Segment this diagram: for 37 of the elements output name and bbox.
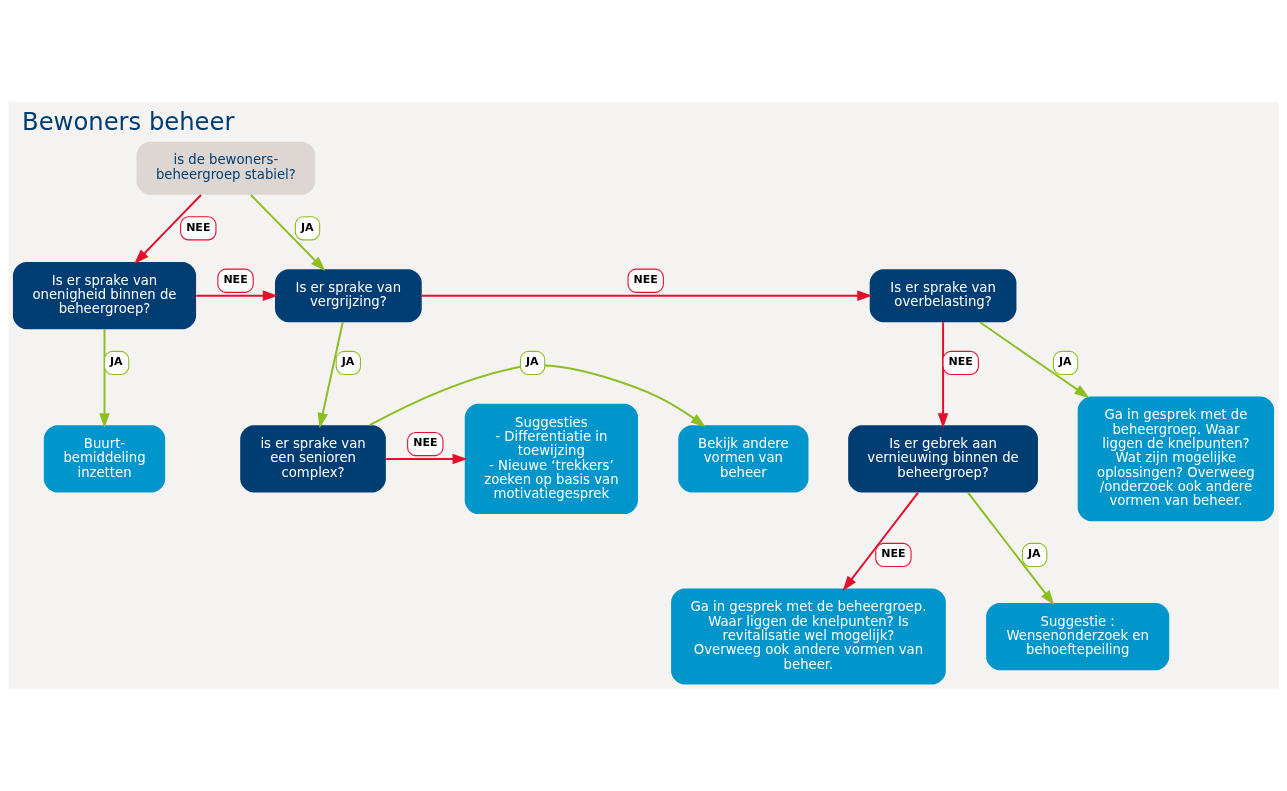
edge-label: NEE [948, 355, 973, 369]
edge-label: JA [300, 220, 314, 234]
node-box: Suggestie : Wensenonderzoek en behoeftepeiling [986, 602, 1170, 671]
arrow [249, 193, 326, 272]
node-box: Suggesties - Differentiatie in toewijzing - Nieuwe ‘trekkers’ zoeken op basis van motivatiegesprek [464, 403, 638, 515]
arrow [317, 321, 344, 429]
arrow [420, 290, 873, 301]
node-box: is er sprake van een senioren complex? [240, 425, 386, 493]
edge-label: JA [341, 355, 355, 369]
edge-label: NEE [881, 547, 906, 561]
node-box: Is er sprake van vergrijzing? [274, 269, 422, 323]
diagram-title: Bewoners beheer [21, 107, 235, 137]
arrow [195, 290, 278, 301]
node-box: Ga in gesprek met de beheergroep. Waar liggen de knelpunten? Wat zijn mogelijke oplossingen? Overweeg /onderzoek ook andere vormen van beheer. [1077, 396, 1275, 522]
arrow [368, 364, 706, 427]
edge-label: NEE [186, 220, 211, 234]
node-box: Is er gebrek aan vernieuwing binnen de beheergroep? [848, 425, 1038, 493]
node-box: Bekijk andere vormen van beheer [678, 425, 809, 493]
edge-label: JA [1028, 547, 1041, 561]
arrow [937, 321, 949, 429]
edge-label: NEE [413, 436, 438, 450]
node-box: Buurt- bemiddeling inzetten [43, 425, 166, 493]
edge-label: JA [1058, 355, 1072, 369]
node-box: is de bewoners- beheergroep stabiel? [136, 141, 316, 195]
arrow [134, 193, 202, 264]
edge-label: NEE [633, 272, 658, 286]
arrow [99, 328, 110, 429]
edge-label: NEE [223, 272, 248, 286]
arrow [842, 491, 920, 591]
node-box: Is er sprake van onenigheid binnen de beheergroep? [12, 262, 197, 330]
arrow [967, 491, 1055, 606]
node-box: Ga in gesprek met de beheergroep. Waar liggen de knelpunten? Is revitalisatie wel mogelijk? Overweeg ook andere vormen van beheer. [671, 588, 946, 685]
edge-label: JA [525, 355, 539, 369]
arrow [385, 453, 468, 465]
arrow [978, 321, 1090, 398]
node-box: Is er sprake van overbelasting? [869, 269, 1017, 323]
edge-label: JA [110, 355, 123, 369]
